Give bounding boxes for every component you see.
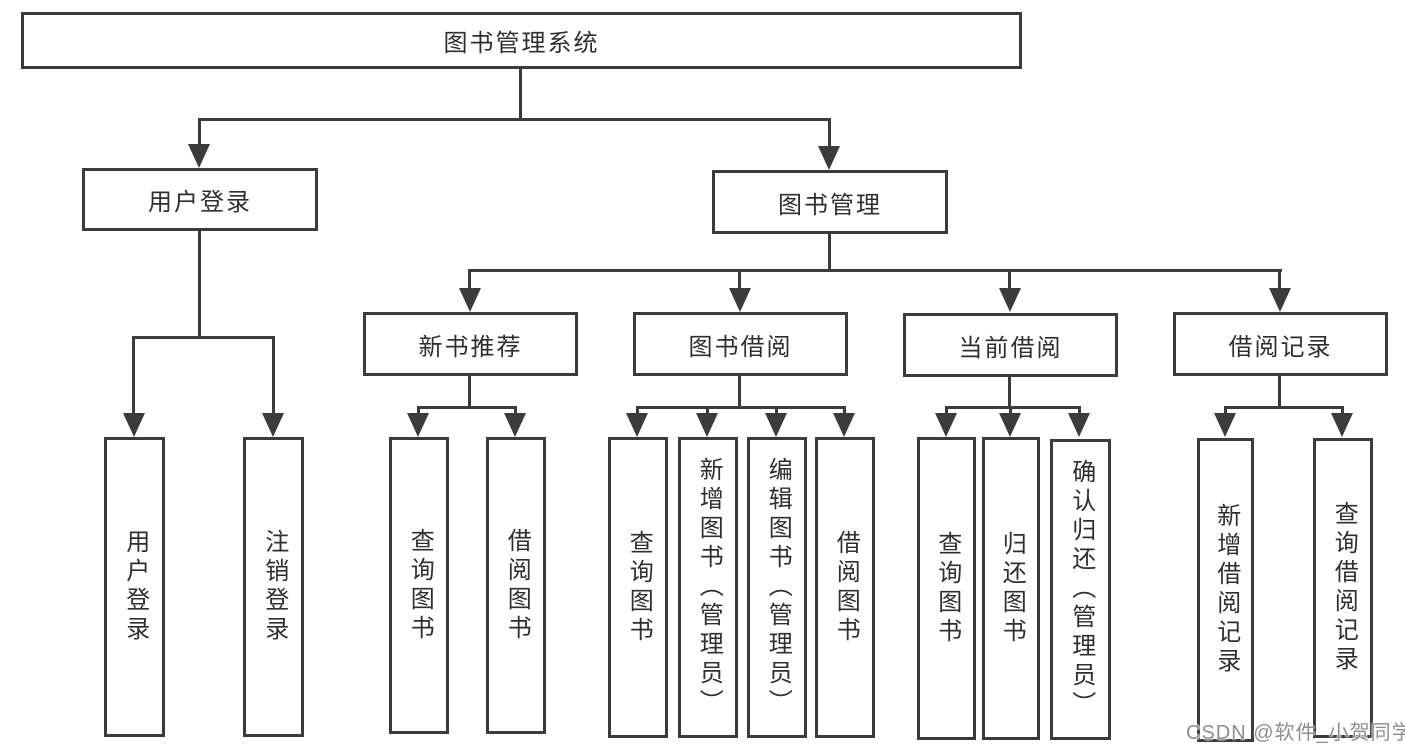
- leaf-borrow-books-label: 借阅图书: [832, 529, 860, 646]
- connector-line: [1008, 375, 1011, 409]
- node-book-borrowing: 图书借阅: [633, 312, 848, 376]
- node-current-borrowing: 当前借阅: [903, 313, 1118, 377]
- leaf-logout-label: 注销登录: [260, 529, 288, 645]
- node-book-management-label: 图书管理: [778, 191, 882, 219]
- connector-line: [828, 232, 831, 272]
- arrowhead-down: [1214, 413, 1236, 437]
- leaf-edit-book-admin-label: 编辑图书（管理员）: [764, 457, 792, 718]
- connector-line: [1008, 269, 1011, 297]
- leaf-add-book-admin-label: 新增图书（管理员）: [695, 457, 723, 718]
- leaf-user-login-label: 用户登录: [121, 529, 149, 645]
- connector-line: [636, 406, 846, 409]
- connector-line: [1224, 406, 1344, 409]
- leaf-return-books: 归还图书: [982, 437, 1040, 740]
- connector-line: [519, 66, 522, 121]
- arrowhead-down: [696, 413, 718, 437]
- node-new-book-recommendation-label: 新书推荐: [418, 333, 523, 361]
- node-library-system: 图书管理系统: [21, 12, 1022, 69]
- arrowhead-down: [818, 146, 840, 170]
- leaf-add-borrow-record-label: 新增借阅记录: [1212, 503, 1240, 677]
- node-book-borrowing-label: 图书借阅: [688, 333, 793, 361]
- arrowhead-down: [1068, 413, 1090, 437]
- watermark: CSDN @软件_小贺同学: [1186, 722, 1405, 744]
- node-borrowing-records: 借阅记录: [1173, 312, 1388, 376]
- leaf-query-books-recommend-label: 查询图书: [406, 527, 434, 644]
- connector-line: [945, 406, 1081, 409]
- arrowhead-down: [504, 413, 526, 437]
- node-borrowing-records-label: 借阅记录: [1228, 333, 1333, 361]
- connector-line: [272, 336, 275, 422]
- leaf-add-book-admin: 新增图书（管理员）: [678, 437, 738, 738]
- node-book-management: 图书管理: [712, 170, 948, 234]
- leaf-borrow-books-recommend-label: 借阅图书: [503, 527, 531, 644]
- arrowhead-down: [1331, 413, 1353, 437]
- leaf-borrow-books-recommend: 借阅图书: [486, 437, 546, 734]
- leaf-query-borrow-record: 查询借阅记录: [1313, 438, 1373, 738]
- node-library-system-label: 图书管理系统: [443, 30, 600, 57]
- arrowhead-down: [123, 413, 145, 437]
- arrowhead-down: [188, 144, 210, 168]
- connector-line: [1278, 374, 1281, 409]
- leaf-query-books-current: 查询图书: [917, 437, 976, 740]
- connector-line: [468, 269, 471, 297]
- leaf-query-books-borrow: 查询图书: [608, 437, 668, 738]
- leaf-logout: 注销登录: [243, 437, 304, 737]
- arrowhead-down: [459, 288, 481, 312]
- arrowhead-down: [999, 413, 1021, 437]
- node-current-borrowing-label: 当前借阅: [958, 334, 1063, 362]
- arrowhead-down: [262, 413, 284, 437]
- connector-line: [198, 229, 201, 339]
- arrowhead-down: [1269, 288, 1291, 312]
- connector-line: [1278, 269, 1281, 297]
- leaf-return-books-label: 归还图书: [998, 530, 1026, 647]
- leaf-add-borrow-record: 新增借阅记录: [1197, 438, 1254, 742]
- arrowhead-down: [729, 288, 751, 312]
- arrowhead-down: [935, 413, 957, 437]
- connector-line: [738, 374, 741, 409]
- connector-line: [132, 336, 135, 422]
- connector-line: [132, 336, 275, 339]
- node-user-login-label: 用户登录: [148, 189, 252, 216]
- leaf-borrow-books: 借阅图书: [815, 437, 875, 738]
- arrowhead-down: [833, 413, 855, 437]
- node-new-book-recommendation: 新书推荐: [363, 312, 578, 376]
- arrowhead-down: [765, 413, 787, 437]
- leaf-confirm-return-admin: 确认归还（管理员）: [1050, 439, 1111, 740]
- arrowhead-down: [626, 413, 648, 437]
- leaf-edit-book-admin: 编辑图书（管理员）: [747, 437, 807, 738]
- leaf-user-login: 用户登录: [104, 437, 165, 737]
- connector-line: [198, 118, 201, 150]
- arrowhead-down: [407, 413, 429, 437]
- leaf-query-books-borrow-label: 查询图书: [625, 529, 653, 646]
- connector-line: [738, 269, 741, 297]
- leaf-query-books-recommend: 查询图书: [389, 437, 449, 734]
- leaf-query-borrow-record-label: 查询借阅记录: [1330, 501, 1358, 675]
- connector-line: [198, 118, 831, 121]
- connector-line: [417, 406, 517, 409]
- node-user-login: 用户登录: [82, 168, 318, 231]
- leaf-confirm-return-admin-label: 确认归还（管理员）: [1067, 459, 1095, 720]
- arrowhead-down: [999, 288, 1021, 312]
- connector-line: [828, 118, 831, 152]
- connector-line: [468, 374, 471, 409]
- connector-line: [469, 269, 1282, 272]
- leaf-query-books-current-label: 查询图书: [933, 530, 961, 647]
